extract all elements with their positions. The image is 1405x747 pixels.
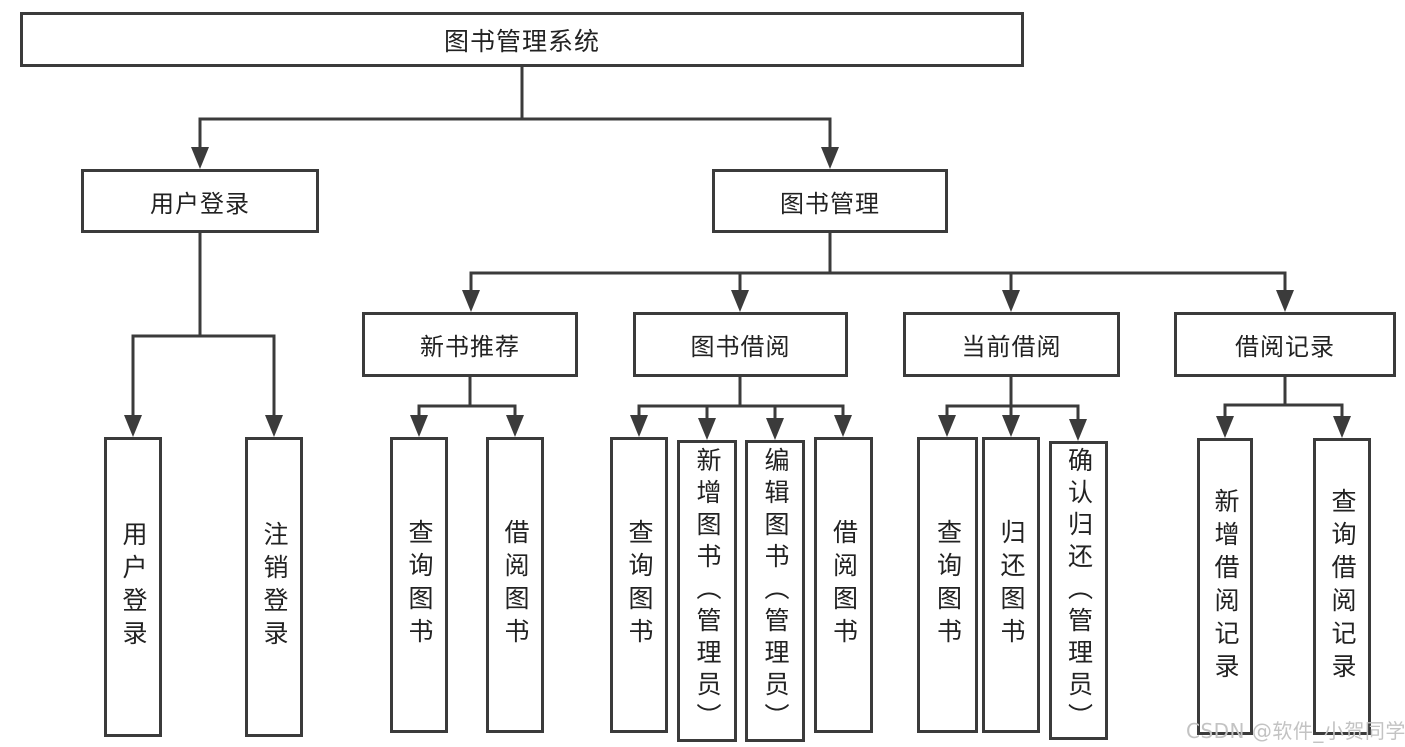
- node-user-login: 用户登录: [81, 169, 319, 233]
- node-leaf-query-books-current: 查询图书: [917, 437, 978, 733]
- node-leaf-add-books-admin: 新增图书（管理员）: [677, 440, 737, 742]
- node-library-system-root: 图书管理系统: [20, 12, 1024, 67]
- node-leaf-logout: 注销登录: [245, 437, 303, 737]
- node-leaf-add-borrow-record: 新增借阅记录: [1197, 438, 1253, 735]
- node-book-borrowing: 图书借阅: [633, 312, 848, 377]
- node-leaf-return-books: 归还图书: [982, 437, 1040, 733]
- node-leaf-query-borrow-record: 查询借阅记录: [1313, 438, 1371, 735]
- node-leaf-query-books-borrowing: 查询图书: [610, 437, 668, 733]
- node-current-borrowing: 当前借阅: [903, 312, 1120, 377]
- node-book-management: 图书管理: [712, 169, 948, 233]
- node-leaf-confirm-return-admin: 确认归还（管理员）: [1049, 441, 1108, 740]
- csdn-watermark: CSDN @软件_小贺同学: [1186, 719, 1405, 743]
- node-leaf-query-books-recommend: 查询图书: [390, 437, 448, 733]
- node-leaf-borrow-books: 借阅图书: [814, 437, 873, 733]
- node-leaf-user-login: 用户登录: [104, 437, 162, 737]
- node-borrowing-records: 借阅记录: [1174, 312, 1396, 377]
- node-leaf-borrow-books-recommend: 借阅图书: [486, 437, 544, 733]
- node-leaf-edit-books-admin: 编辑图书（管理员）: [745, 440, 805, 742]
- node-new-book-recommend: 新书推荐: [362, 312, 578, 377]
